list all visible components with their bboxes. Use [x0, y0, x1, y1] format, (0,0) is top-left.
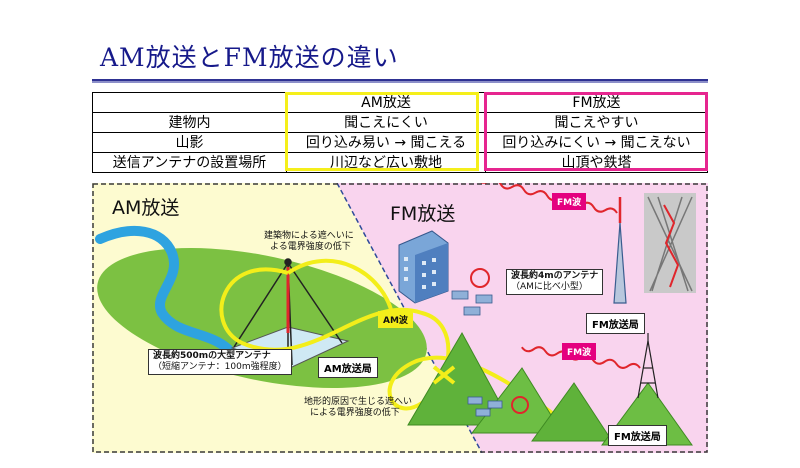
building-note-line1: 建築物による遮へいに [264, 231, 354, 241]
diagram-canvas [92, 183, 708, 453]
header-cell-fm: FM放送 [485, 92, 708, 113]
row-label: 送信アンテナの設置場所 [92, 152, 287, 173]
comparison-table: AM放送 FM放送 建物内 聞こえにくい 聞こえやすい 山影 回り込み易い → … [92, 92, 708, 173]
fm-zone-title: FM放送 [390, 203, 456, 225]
terrain-note-line1: 地形的原因で生じる遮へい [304, 397, 413, 407]
terrain-note-line2: による電界強度の低下 [310, 408, 400, 418]
am-cell: 聞こえにくい [286, 112, 486, 133]
hill-icon [470, 367, 563, 434]
fm-tower-small-icon [637, 333, 659, 399]
table-row: 送信アンテナの設置場所 川辺など広い敷地 山頂や鉄塔 [92, 152, 708, 173]
am-wave-tag: AM波 [378, 311, 413, 328]
am-tower-icon [233, 258, 343, 366]
table-row: 建物内 聞こえにくい 聞こえやすい [92, 112, 708, 133]
table-row: 山影 回り込み易い → 聞こえる 回り込みにくい → 聞こえない [92, 132, 708, 153]
fm-cell: 聞こえやすい [485, 112, 708, 133]
steel-tower-photo [644, 193, 696, 293]
am-cell: 回り込み易い → 聞こえる [286, 132, 486, 153]
am-cell: 川辺など広い敷地 [286, 152, 486, 173]
houses-icon [451, 290, 493, 316]
hill-icon [531, 382, 613, 442]
fm-station-label-top: FM放送局 [586, 313, 645, 334]
am-antenna-label: 波長約500mの大型アンテナ （短縮アンテナ：100m強程度） [148, 349, 292, 375]
table-header-row: AM放送 FM放送 [92, 92, 708, 113]
red-circle-marker [511, 396, 529, 414]
am-wave-path-upper [286, 258, 394, 314]
building-icon [398, 230, 449, 304]
am-station-label: AM放送局 [318, 357, 378, 378]
fm-tower-icon [613, 197, 627, 304]
building-note-line2: よる電界強度の低下 [270, 242, 351, 252]
houses-icon [467, 396, 503, 417]
row-label: 山影 [92, 132, 287, 153]
fm-cell: 回り込みにくい → 聞こえない [485, 132, 708, 153]
title-underline [92, 79, 708, 83]
am-wave-path [219, 267, 554, 415]
river-icon [95, 225, 233, 354]
fm-wave-tag-top: FM波 [552, 193, 587, 210]
header-cell-am: AM放送 [286, 92, 486, 113]
fm-wave-upper [441, 183, 618, 214]
header-cell-empty [92, 92, 287, 113]
propagation-diagram: AM放送 FM放送 建築物による遮へいに よる電界強度の低下 波長約500mの大… [92, 183, 708, 453]
row-label: 建物内 [92, 112, 287, 133]
fm-station-label-bottom: FM放送局 [608, 425, 667, 446]
am-zone-title: AM放送 [112, 197, 180, 219]
fm-wave-tag-bottom: FM波 [562, 343, 597, 360]
hill-icon [407, 331, 513, 426]
page-title: AM放送とFM放送の違い [100, 43, 399, 72]
diagram-border [92, 183, 708, 453]
red-circle-marker [470, 268, 490, 288]
cross-mark-icon [432, 365, 456, 385]
fm-antenna-label: 波長約4mのアンテナ （AMに比べ小型） [506, 269, 604, 295]
fm-cell: 山頂や鉄塔 [485, 152, 708, 173]
